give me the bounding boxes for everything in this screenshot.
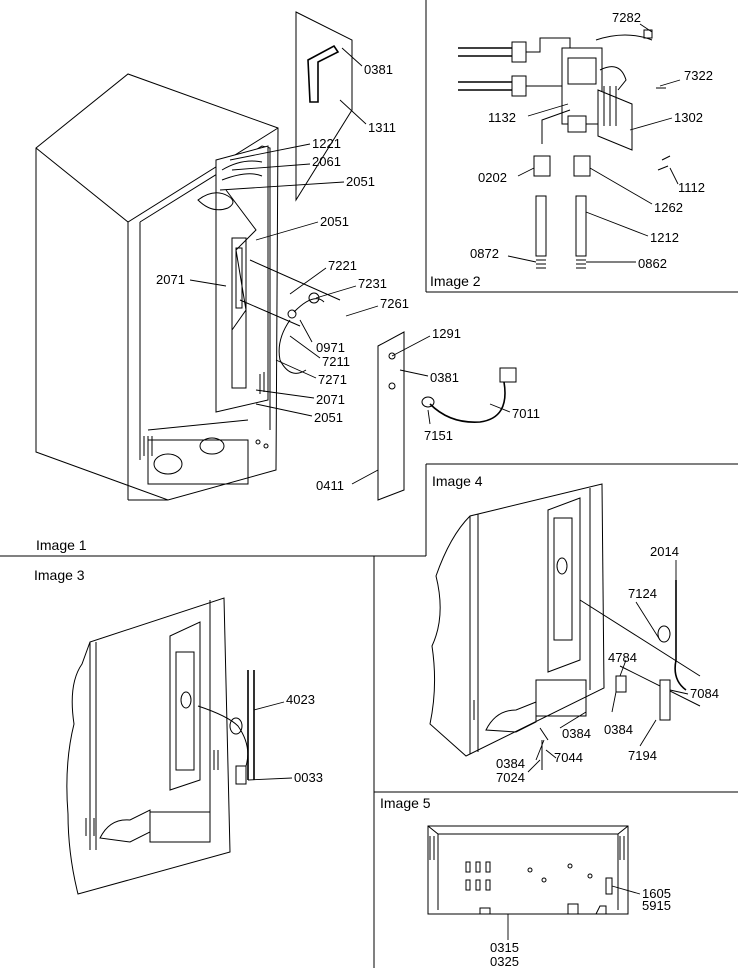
image1-labels: 0381 1311 1221 2061 2051 2051 2071 7221 … — [36, 62, 540, 553]
callout: 2061 — [312, 154, 341, 169]
callout: 0381 — [430, 370, 459, 385]
image2-labels: 7282 7322 1132 1302 0202 1112 1262 1212 … — [430, 10, 713, 289]
callout: 7151 — [424, 428, 453, 443]
callout: 2014 — [650, 544, 679, 559]
panel-title-image3: Image 3 — [34, 567, 85, 583]
callout: 0862 — [638, 256, 667, 271]
callout: 7231 — [358, 276, 387, 291]
image5-leaders — [507, 885, 641, 940]
callout: 7221 — [328, 258, 357, 273]
callout: 7322 — [684, 68, 713, 83]
callout: 1262 — [654, 200, 683, 215]
callout: 0381 — [364, 62, 393, 77]
image2-drawing — [458, 29, 671, 269]
image4-drawing — [429, 483, 701, 770]
callout: 1311 — [368, 120, 396, 135]
panel-title-image4: Image 4 — [432, 473, 483, 489]
callout: 0384 — [604, 722, 633, 737]
callout: 0315 — [490, 940, 519, 955]
callout: 5915 — [642, 898, 671, 913]
panel-title-image5: Image 5 — [380, 795, 431, 811]
callout: 0411 — [316, 478, 344, 493]
callout: 7282 — [612, 10, 641, 25]
panel-title-image2: Image 2 — [430, 273, 481, 289]
callout: 1212 — [650, 230, 679, 245]
callout: 0325 — [490, 954, 519, 969]
callout: 2071 — [316, 392, 345, 407]
callout: 0384 — [496, 756, 525, 771]
callout: 1221 — [312, 136, 341, 151]
callout: 7261 — [380, 296, 409, 311]
panel-borders — [0, 0, 738, 968]
callout: 7271 — [318, 372, 347, 387]
callout: 7011 — [512, 406, 540, 421]
callout: 2071 — [156, 272, 185, 287]
panel-title-image1: Image 1 — [36, 537, 87, 553]
callout: 4023 — [286, 692, 315, 707]
image4-labels: 2014 7124 4784 7084 0384 0384 0384 7044 … — [432, 473, 719, 785]
callout: 0971 — [316, 340, 345, 355]
callout: 4784 — [608, 650, 637, 665]
callout: 1112 — [678, 180, 705, 195]
callout: 0202 — [478, 170, 507, 185]
image5-drawing — [427, 825, 629, 915]
callout: 7194 — [628, 748, 657, 763]
callout: 0384 — [562, 726, 591, 741]
callout: 7211 — [322, 354, 350, 369]
callout: 7084 — [690, 686, 719, 701]
callout: 2051 — [346, 174, 375, 189]
image1-leaders — [189, 47, 511, 485]
image3-labels: 4023 0033 Image 3 — [34, 567, 323, 785]
callout: 1132 — [488, 110, 516, 125]
callout: 7024 — [496, 770, 525, 785]
image3-leaders — [247, 701, 293, 781]
callout: 1291 — [432, 326, 461, 341]
callout: 1605 — [642, 886, 671, 901]
callout: 0872 — [470, 246, 499, 261]
image5-labels: 1605 5915 0315 0325 Image 5 — [380, 795, 671, 969]
callout: 1302 — [674, 110, 703, 125]
callout: 7124 — [628, 586, 657, 601]
callout: 2051 — [314, 410, 343, 425]
image1-drawing — [35, 11, 517, 501]
callout: 2051 — [320, 214, 349, 229]
callout: 0033 — [294, 770, 323, 785]
callout: 7044 — [554, 750, 583, 765]
image2-leaders — [507, 23, 681, 263]
image4-leaders — [527, 560, 689, 773]
image3-drawing — [66, 597, 255, 895]
